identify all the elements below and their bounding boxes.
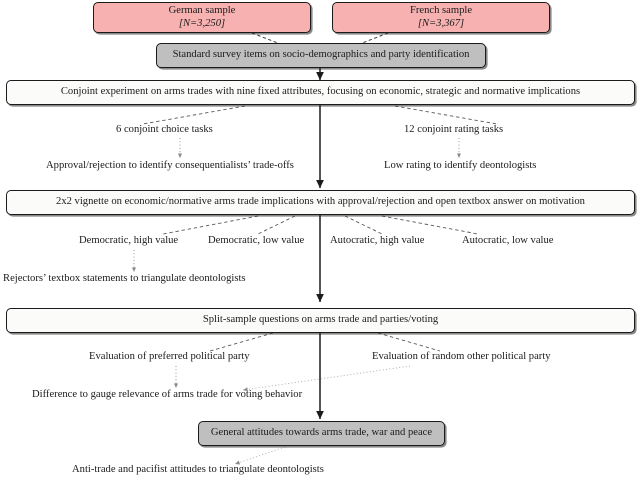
label-autocratic-low-value: Autocratic, low value — [462, 235, 554, 247]
edge-conjoint-to-choice-tasks — [142, 105, 246, 125]
label-democratic-low-value: Democratic, low value — [208, 235, 304, 247]
edge-split-to-random-party — [377, 332, 441, 352]
node-vignette-experiment: 2x2 vignette on economic/normative arms … — [6, 190, 635, 215]
label-random-political-party: Evaluation of random other political par… — [372, 351, 551, 363]
node-conjoint-experiment: Conjoint experiment on arms trades with … — [6, 80, 635, 105]
anti-trade-pacifist-outcome-text: Anti-trade and pacifist attitudes to tri… — [72, 464, 324, 475]
rejectors-textbox-outcome-text: Rejectors’ textbox statements to triangu… — [3, 273, 246, 284]
label-conjoint-rating-tasks: 12 conjoint rating tasks — [404, 124, 503, 136]
democratic-low-value-text: Democratic, low value — [208, 235, 305, 246]
autocratic-low-value-text: Autocratic, low value — [462, 235, 554, 246]
node-split-sample-questions: Split-sample questions on arms trade and… — [6, 308, 635, 333]
approval-rejection-outcome-text: Approval/rejection to identify consequen… — [46, 160, 294, 171]
french-sample-label: French sample — [409, 5, 473, 16]
edge-split-to-preferred-party — [209, 332, 274, 352]
french-sample-text: French sample[N=3,367] — [404, 5, 478, 30]
node-standard-survey-items: Standard survey items on socio-demograph… — [156, 43, 486, 68]
german-sample-label: German sample — [168, 5, 236, 16]
conjoint-experiment-label: Conjoint experiment on arms trades with … — [60, 86, 581, 98]
label-difference-voting-behavior: Difference to gauge relevance of arms tr… — [32, 389, 302, 401]
node-german-sample: German sample[N=3,250] — [93, 2, 311, 33]
low-rating-outcome-text: Low rating to identify deontologists — [384, 160, 537, 171]
edge-random-party-to-difference — [242, 365, 411, 392]
conjoint-rating-tasks-text: 12 conjoint rating tasks — [404, 124, 504, 135]
node-general-attitudes: General attitudes towards arms trade, wa… — [198, 421, 445, 446]
edge-vignette-to-dem-high — [162, 215, 259, 235]
label-preferred-political-party: Evaluation of preferred political party — [89, 351, 250, 363]
general-attitudes-label: General attitudes towards arms trade, wa… — [210, 427, 433, 439]
label-anti-trade-pacifist-outcome: Anti-trade and pacifist attitudes to tri… — [72, 464, 324, 476]
autocratic-high-value-text: Autocratic, high value — [330, 235, 425, 246]
label-conjoint-choice-tasks: 6 conjoint choice tasks — [116, 124, 213, 136]
vignette-experiment-label: 2x2 vignette on economic/normative arms … — [56, 196, 585, 208]
label-autocratic-high-value: Autocratic, high value — [330, 235, 424, 247]
german-sample-text: German sample[N=3,250] — [163, 5, 242, 30]
conjoint-choice-tasks-text: 6 conjoint choice tasks — [116, 124, 213, 135]
label-approval-rejection-outcome: Approval/rejection to identify consequen… — [46, 160, 294, 172]
label-democratic-high-value: Democratic, high value — [79, 235, 178, 247]
label-rejectors-textbox-outcome: Rejectors’ textbox statements to triangu… — [3, 273, 246, 285]
node-french-sample: French sample[N=3,367] — [332, 2, 550, 33]
french-sample-n: [N=3,367] — [417, 17, 465, 29]
edge-vignette-to-auto-low — [381, 215, 479, 235]
democratic-high-value-text: Democratic, high value — [79, 235, 179, 246]
random-political-party-text: Evaluation of random other political par… — [372, 351, 551, 362]
edge-vignette-to-dem-low — [257, 215, 296, 235]
split-sample-questions-label: Split-sample questions on arms trade and… — [202, 314, 439, 326]
german-sample-n: [N=3,250] — [178, 17, 226, 29]
difference-voting-behavior-text: Difference to gauge relevance of arms tr… — [32, 389, 303, 400]
label-low-rating-outcome: Low rating to identify deontologists — [384, 160, 536, 172]
edge-conjoint-to-rating-tasks — [394, 105, 498, 125]
standard-survey-items-label: Standard survey items on socio-demograph… — [172, 49, 470, 61]
edge-vignette-to-auto-high — [344, 215, 383, 235]
edge-attitudes-to-anti-trade — [234, 446, 286, 465]
preferred-political-party-text: Evaluation of preferred political party — [89, 351, 250, 362]
